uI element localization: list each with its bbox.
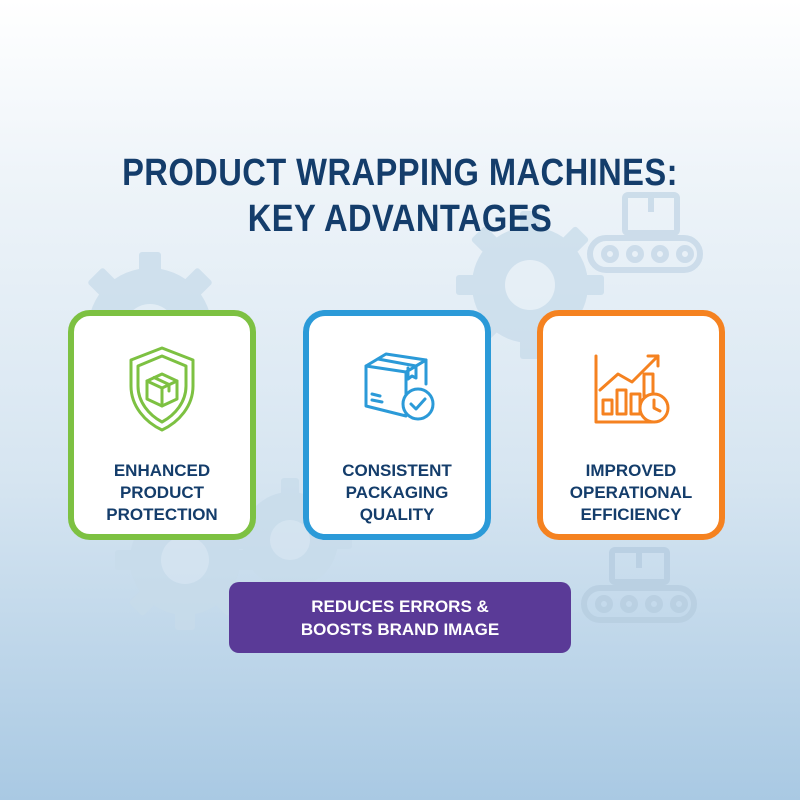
card-label: CONSISTENT PACKAGING QUALITY (309, 460, 485, 526)
card-label-line: PRODUCT (119, 483, 205, 502)
banner-line-1: REDUCES ERRORS & (311, 597, 489, 616)
shield-box-icon (129, 346, 195, 432)
title-line-1: PRODUCT WRAPPING MACHINES: (122, 152, 678, 194)
card-label-line: OPERATIONAL (569, 483, 693, 502)
advantage-card-efficiency: IMPROVED OPERATIONAL EFFICIENCY (537, 310, 725, 540)
summary-banner: REDUCES ERRORS & BOOSTS BRAND IMAGE (229, 582, 571, 653)
page-title: PRODUCT WRAPPING MACHINES: KEY ADVANTAGE… (56, 150, 744, 242)
card-label-line: IMPROVED (585, 461, 677, 480)
growth-chart-clock-icon (594, 354, 670, 424)
title-line-2: KEY ADVANTAGES (247, 198, 553, 240)
card-label-line: PACKAGING (345, 483, 449, 502)
card-label-line: EFFICIENCY (580, 505, 682, 524)
card-label-line: CONSISTENT (342, 461, 452, 480)
card-label: IMPROVED OPERATIONAL EFFICIENCY (543, 460, 719, 526)
box-check-icon (364, 352, 435, 421)
advantage-card-quality: CONSISTENT PACKAGING QUALITY (303, 310, 491, 540)
conveyor-icon (587, 192, 703, 273)
banner-line-2: BOOSTS BRAND IMAGE (300, 620, 500, 639)
card-label-line: QUALITY (359, 505, 435, 524)
card-label: ENHANCED PRODUCT PROTECTION (74, 460, 250, 526)
card-label-line: PROTECTION (106, 505, 218, 524)
advantage-card-protection: ENHANCED PRODUCT PROTECTION (68, 310, 256, 540)
conveyor-icon (581, 547, 697, 623)
card-label-line: ENHANCED (113, 461, 211, 480)
